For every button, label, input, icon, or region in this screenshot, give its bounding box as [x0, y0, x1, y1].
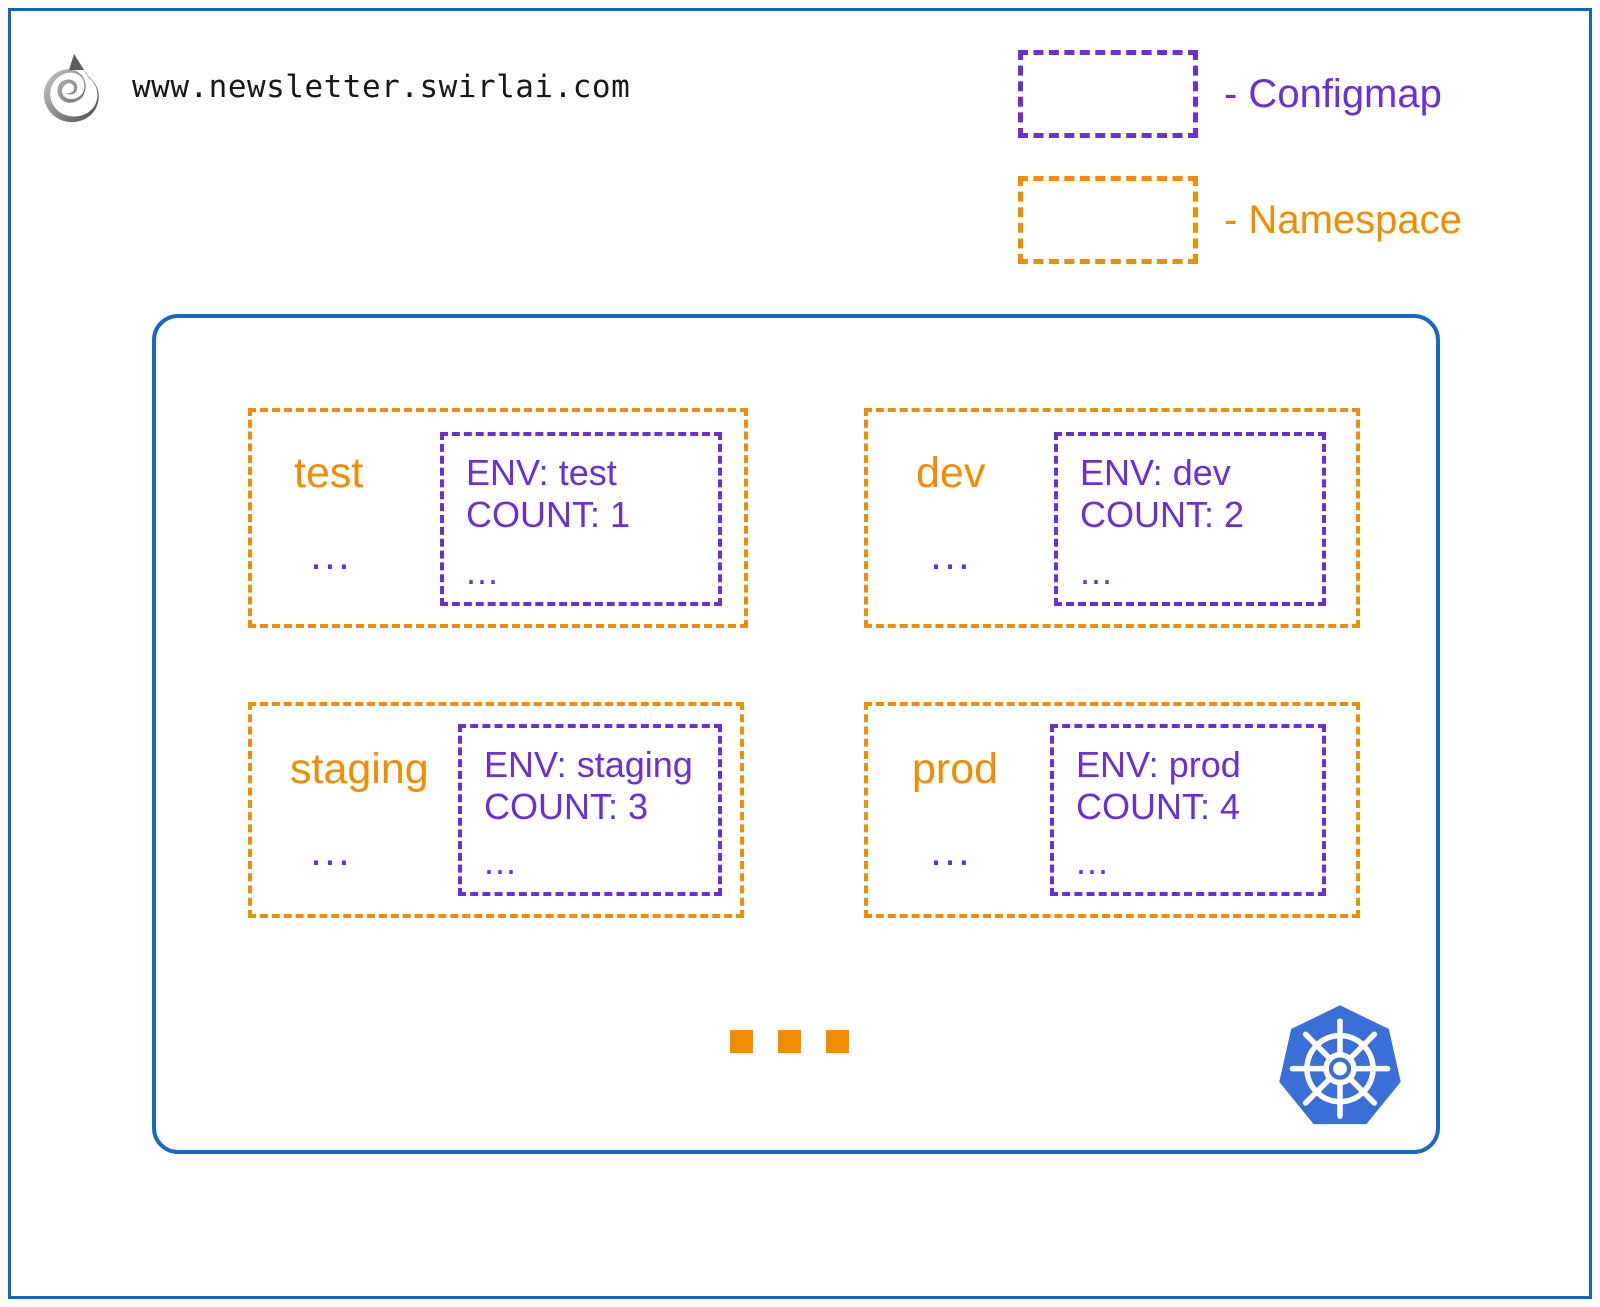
namespace-dev-label: dev — [916, 449, 986, 497]
configmap-test-line1: ENV: test — [466, 452, 617, 493]
configmap-dev-ellipsis: ... — [1080, 551, 1114, 592]
legend-item-configmap: - Configmap — [1018, 46, 1462, 142]
configmap-staging-body: ENV: staging COUNT: 3 — [484, 744, 693, 829]
swirl-logo-icon — [43, 54, 99, 123]
configmap-dev-body: ENV: dev COUNT: 2 — [1080, 452, 1244, 537]
namespace-prod-ellipsis: ... — [930, 827, 972, 875]
brand-url: www.newsletter.swirlai.com — [132, 69, 631, 105]
namespace-test-label: test — [294, 449, 364, 497]
orange-square-icon — [730, 1030, 753, 1053]
namespace-staging-ellipsis: ... — [310, 827, 352, 875]
configmap-staging-line1: ENV: staging — [484, 744, 693, 785]
legend-item-namespace: - Namespace — [1018, 172, 1462, 268]
kubernetes-logo-icon — [1279, 1005, 1401, 1125]
configmap-test-line2: COUNT: 1 — [466, 494, 631, 536]
namespace-prod: prod ... ENV: prod COUNT: 4 ... — [864, 702, 1360, 918]
namespace-test-ellipsis: ... — [310, 531, 352, 579]
kubernetes-cluster-box: test ... ENV: test COUNT: 1 ... dev ... … — [152, 314, 1440, 1154]
legend-swatch-namespace-icon — [1018, 176, 1198, 264]
legend-label-namespace: - Namespace — [1224, 197, 1462, 242]
configmap-dev-line2: COUNT: 2 — [1080, 494, 1245, 536]
configmap-dev: ENV: dev COUNT: 2 ... — [1054, 432, 1326, 606]
namespace-test: test ... ENV: test COUNT: 1 ... — [248, 408, 748, 628]
namespace-dev-ellipsis: ... — [930, 531, 972, 579]
more-namespaces-indicator — [730, 1030, 849, 1053]
configmap-prod-body: ENV: prod COUNT: 4 — [1076, 744, 1241, 829]
configmap-prod: ENV: prod COUNT: 4 ... — [1050, 724, 1326, 896]
orange-square-icon — [778, 1030, 801, 1053]
legend: - Configmap - Namespace — [1018, 46, 1462, 298]
configmap-staging-line2: COUNT: 3 — [484, 786, 649, 828]
configmap-staging-ellipsis: ... — [484, 841, 518, 882]
namespace-dev: dev ... ENV: dev COUNT: 2 ... — [864, 408, 1360, 628]
configmap-prod-ellipsis: ... — [1076, 841, 1110, 882]
namespace-staging: staging ... ENV: staging COUNT: 3 ... — [248, 702, 744, 918]
legend-label-configmap: - Configmap — [1224, 71, 1442, 116]
configmap-test: ENV: test COUNT: 1 ... — [440, 432, 722, 606]
configmap-prod-line1: ENV: prod — [1076, 744, 1241, 785]
namespace-prod-label: prod — [912, 745, 999, 793]
configmap-staging: ENV: staging COUNT: 3 ... — [458, 724, 722, 896]
configmap-test-body: ENV: test COUNT: 1 — [466, 452, 630, 537]
brand: www.newsletter.swirlai.com — [38, 48, 630, 126]
configmap-dev-line1: ENV: dev — [1080, 452, 1231, 493]
configmap-test-ellipsis: ... — [466, 551, 500, 592]
page-border — [8, 8, 1592, 1299]
namespace-staging-label: staging — [290, 745, 429, 793]
legend-swatch-configmap-icon — [1018, 50, 1198, 138]
orange-square-icon — [826, 1030, 849, 1053]
configmap-prod-line2: COUNT: 4 — [1076, 786, 1241, 828]
